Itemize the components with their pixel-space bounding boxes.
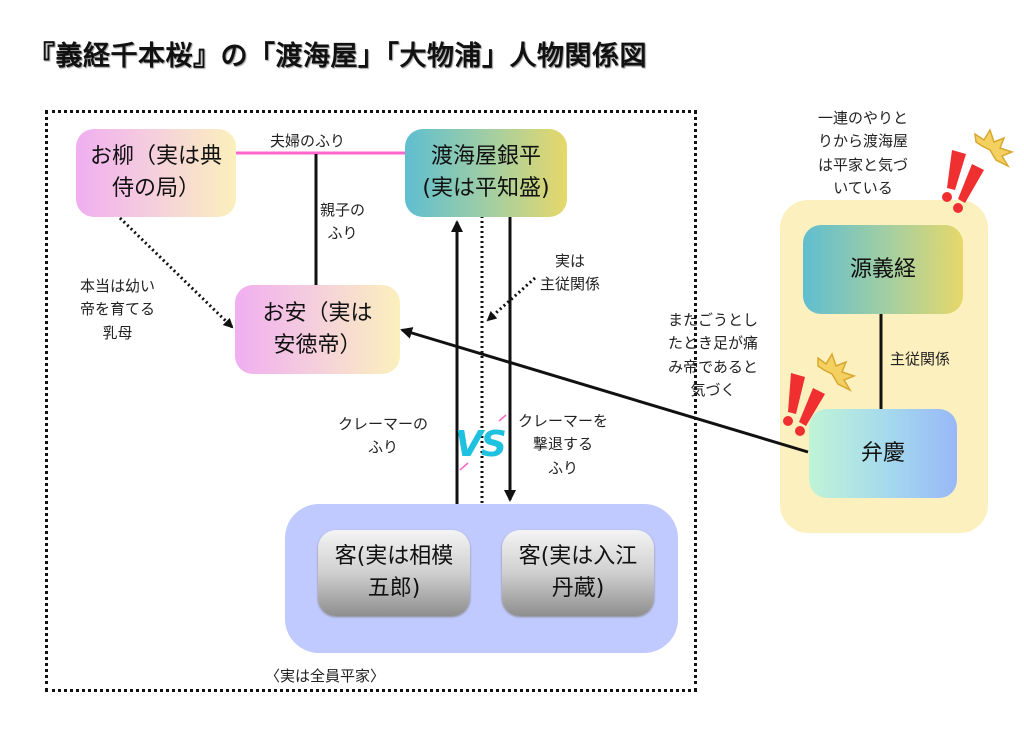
- node-irie-tanzo[interactable]: 客(実は入江 丹蔵): [502, 530, 654, 616]
- menoto-arrow: [118, 216, 234, 329]
- node-tokaiya-ginpei[interactable]: 渡海屋銀平 (実は平知盛): [405, 129, 567, 217]
- label-oyako-line1: 親子の: [320, 201, 366, 219]
- label-yoshitsune-notice-line1: 一連のやりと: [818, 109, 909, 127]
- label-hidden-shujuu: 実は 主従関係: [540, 250, 600, 297]
- label-oyako-line2: ふり: [327, 224, 358, 243]
- node-benkei-label: 弁慶: [860, 440, 905, 466]
- label-claimer: クレーマーの ふり: [338, 413, 428, 460]
- node-oryu-line1: お柳（実は典: [89, 144, 222, 170]
- vs-accent: [498, 414, 507, 422]
- diagram-title: 『義経千本桜』の「渡海屋」「大物浦」人物関係図: [28, 41, 647, 72]
- node-oyasu-line2: 安徳帝）: [273, 332, 362, 358]
- label-benkei-notice-line1: またごうとし: [668, 311, 759, 329]
- heike-frame: [45, 110, 697, 692]
- label-menoto-line2: 帝を育てる: [80, 300, 156, 319]
- node-sagami-goro[interactable]: 客(実は相模 五郎): [318, 530, 470, 616]
- label-hidden-shujuu-line2: 主従関係: [540, 275, 601, 294]
- node-oryu-line2: 侍の局）: [111, 176, 200, 201]
- node-oryu[interactable]: お柳（実は典 侍の局）: [76, 129, 236, 217]
- label-repel-line3: ふり: [548, 458, 579, 477]
- label-hidden-shujuu-line1: 実は: [555, 252, 586, 270]
- label-fuufu: 夫婦のふり: [270, 130, 345, 153]
- vs-accent: [459, 462, 469, 471]
- vs-mark: VS: [455, 424, 507, 465]
- burst-icon: [974, 128, 1015, 168]
- node-yoshitsune[interactable]: 源義経: [803, 225, 963, 314]
- node-sagami-line1: 客(実は相模: [334, 544, 454, 570]
- double-exclamation-icon: [783, 373, 825, 436]
- node-oyasu-line1: お安（実は: [262, 300, 373, 326]
- node-sagami-line2: 五郎): [367, 576, 421, 601]
- label-fuufu-text: 夫婦のふり: [270, 132, 346, 150]
- label-genji-shujuu-text: 主従関係: [890, 350, 951, 368]
- label-menoto-line3: 乳母: [102, 323, 133, 342]
- hidden-relation-pointer: [486, 276, 536, 322]
- label-repel-line1: クレーマーを: [518, 412, 609, 430]
- benkei-notice-arrow: [400, 327, 809, 454]
- label-yoshitsune-notice-line3: は平家と気づ: [818, 155, 909, 174]
- node-irie-line1: 客(実は入江: [518, 544, 638, 570]
- label-repel: クレーマーを 撃退する ふり: [518, 410, 608, 480]
- node-irie-line2: 丹蔵): [551, 576, 605, 601]
- burst-icon: [817, 352, 857, 392]
- frame-caption: 〈実は全員平家〉: [265, 667, 386, 685]
- node-tokaiya-line2: (実は平知盛): [422, 176, 550, 201]
- label-oyako: 親子の ふり: [320, 199, 365, 246]
- label-yoshitsune-notice-line4: いている: [833, 178, 893, 197]
- node-oyasu[interactable]: お安（実は 安徳帝）: [235, 285, 400, 374]
- node-tokaiya-line1: 渡海屋銀平: [430, 144, 541, 170]
- label-claimer-line2: ふり: [368, 438, 399, 457]
- label-benkei-notice: またごうとし たとき足が痛 み帝であると 気づく: [668, 309, 758, 402]
- label-repel-line2: 撃退する: [533, 435, 594, 454]
- label-yoshitsune-notice: 一連のやりと りから渡海屋 は平家と気づ いている: [818, 107, 908, 200]
- label-benkei-notice-line4: 気づく: [690, 380, 736, 399]
- label-benkei-notice-line3: み帝であると: [668, 357, 758, 376]
- label-benkei-notice-line2: たとき足が痛: [668, 334, 759, 353]
- label-menoto: 本当は幼い 帝を育てる 乳母: [80, 275, 155, 345]
- label-claimer-line1: クレーマーの: [338, 415, 429, 433]
- label-yoshitsune-notice-line2: りから渡海屋: [818, 132, 909, 151]
- double-exclamation-icon: [942, 150, 984, 213]
- node-benkei[interactable]: 弁慶: [809, 409, 957, 498]
- label-menoto-line1: 本当は幼い: [80, 277, 156, 295]
- node-yoshitsune-label: 源義経: [849, 256, 916, 282]
- label-genji-shujuu: 主従関係: [890, 348, 950, 371]
